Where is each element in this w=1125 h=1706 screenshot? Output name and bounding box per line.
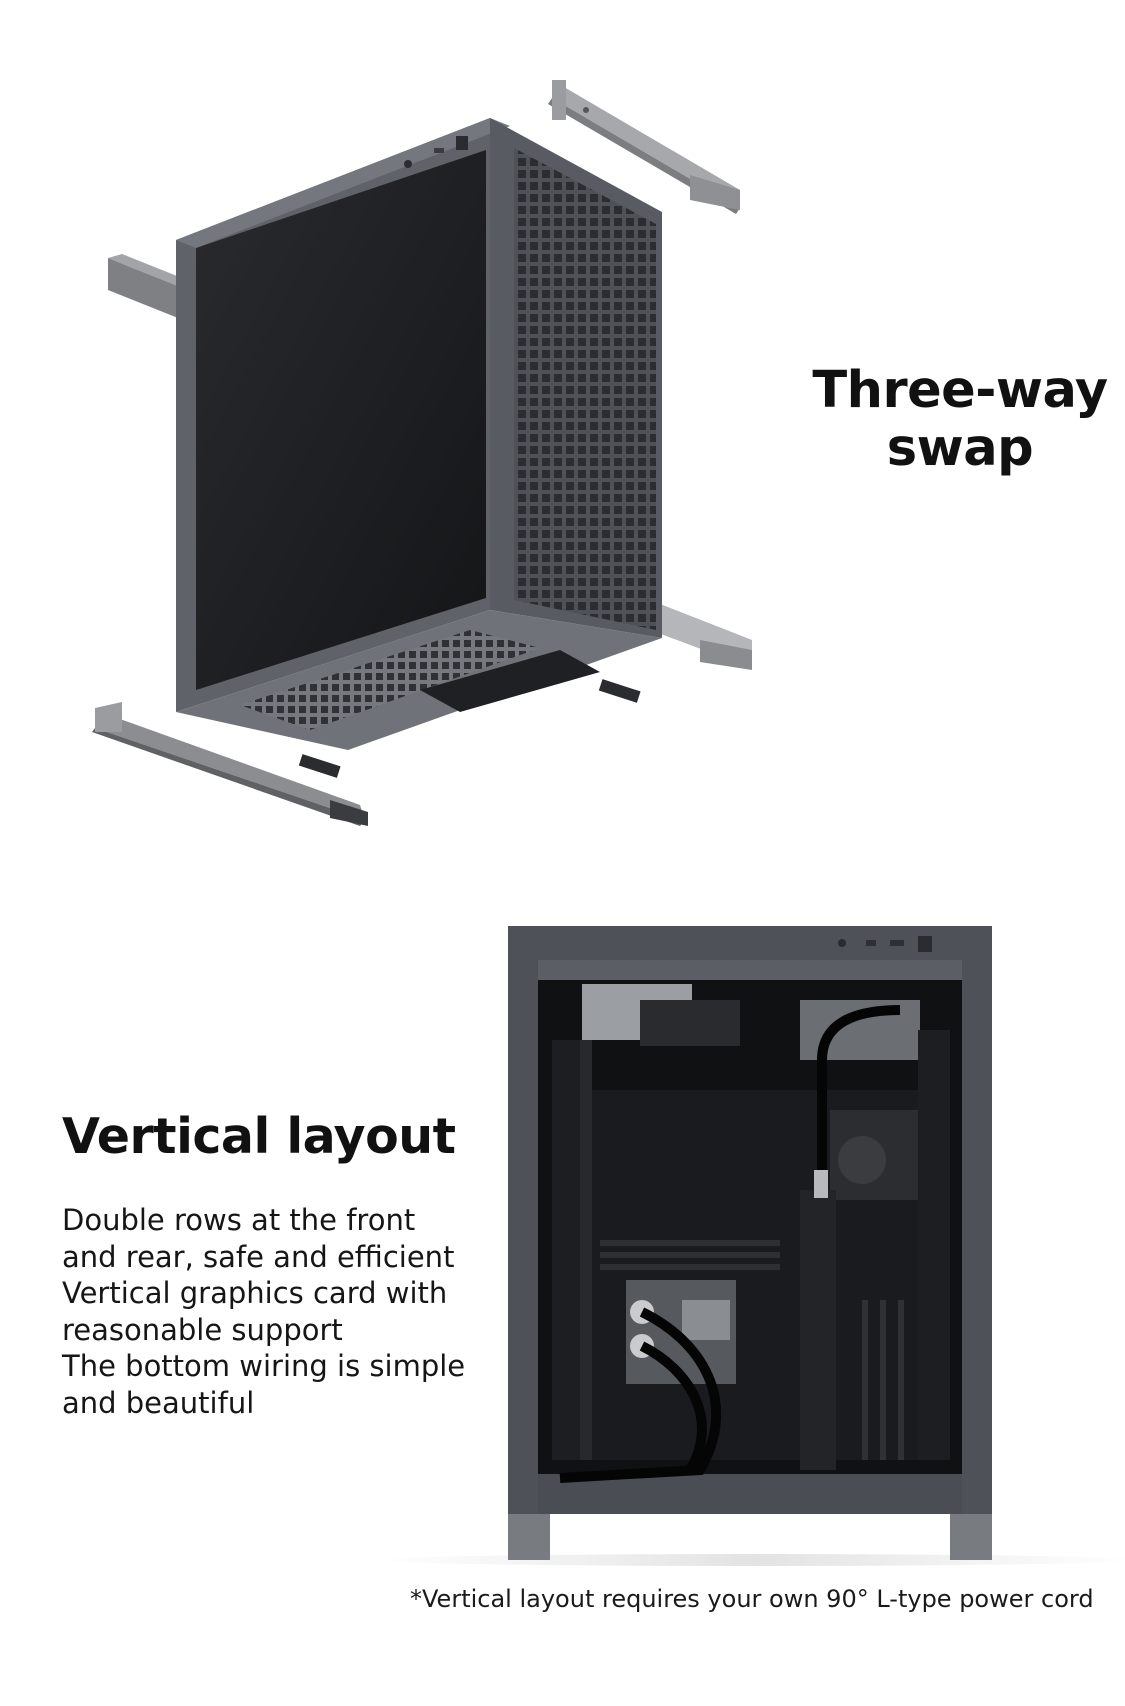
description-line: Double rows at the front: [62, 1203, 416, 1237]
case-foot: [298, 754, 341, 778]
vertical-gpu: [800, 1190, 836, 1470]
expansion-slot: [880, 1300, 886, 1460]
three-way-swap-title: Three-way swap: [790, 362, 1125, 478]
description-line: and rear, safe and efficient: [62, 1239, 455, 1274]
usb-port-icon: [434, 148, 444, 153]
exploded-case-illustration: [92, 80, 752, 826]
floor-shadow: [375, 1554, 1125, 1566]
title-line: Three-way: [812, 361, 1108, 420]
power-button-icon: [918, 936, 932, 952]
gpu-riser-bracket: [582, 984, 692, 1040]
tempered-glass-panel: [196, 150, 486, 690]
ram-slot: [600, 1240, 780, 1246]
usb-c-port-icon: [866, 940, 876, 946]
cpu-block-cover: [682, 1300, 730, 1340]
vertical-layout-title: Vertical layout: [62, 1108, 456, 1165]
description-line: The bottom wiring is simple: [62, 1349, 466, 1383]
title-line: swap: [886, 419, 1034, 478]
coolant-tube: [639, 1341, 707, 1473]
bracket-top-right: [548, 80, 740, 214]
expansion-slot: [898, 1300, 904, 1460]
coolant-tube: [817, 1005, 901, 1180]
case-foot: [598, 679, 641, 703]
psu-opening: [420, 650, 600, 712]
bottom-mesh: [240, 630, 540, 730]
expansion-slot: [862, 1300, 868, 1460]
bracket-left-lower: [92, 702, 368, 826]
power-button-icon: [456, 136, 468, 150]
chipset-fan-icon: [838, 1136, 886, 1184]
case-right-post: [962, 926, 992, 1514]
front-fan-row: [552, 1040, 584, 1460]
riser-cable: [640, 1000, 740, 1046]
description-line: and beautiful: [62, 1385, 255, 1420]
mesh-front-panel: [514, 148, 656, 630]
rear-fan-row: [918, 1030, 950, 1460]
footnote: *Vertical layout requires your own 90° L…: [410, 1585, 1094, 1613]
audio-jack-icon: [838, 939, 846, 947]
bracket-right-lower: [650, 600, 752, 670]
ram-slot: [600, 1252, 780, 1258]
bracket-left-upper: [108, 254, 192, 318]
coolant-tube: [559, 1307, 722, 1483]
audio-jack-icon: [404, 160, 412, 168]
vertical-layout-case-illustration: [375, 926, 1125, 1566]
ram-slot: [600, 1264, 780, 1270]
description-line: reasonable support: [62, 1312, 343, 1347]
front-fan-row-inner: [580, 1040, 592, 1460]
usb-port-icon: [890, 940, 904, 946]
case-foot: [508, 1514, 550, 1560]
tube-fitting: [814, 1170, 828, 1198]
case-top-edge: [176, 118, 510, 248]
description-line: Vertical graphics card with: [62, 1276, 448, 1310]
case-top-bar: [508, 926, 992, 960]
vertical-layout-description: Double rows at the front and rear, safe …: [62, 1202, 492, 1421]
case-left-post: [508, 926, 538, 1514]
case-foot: [950, 1514, 992, 1560]
